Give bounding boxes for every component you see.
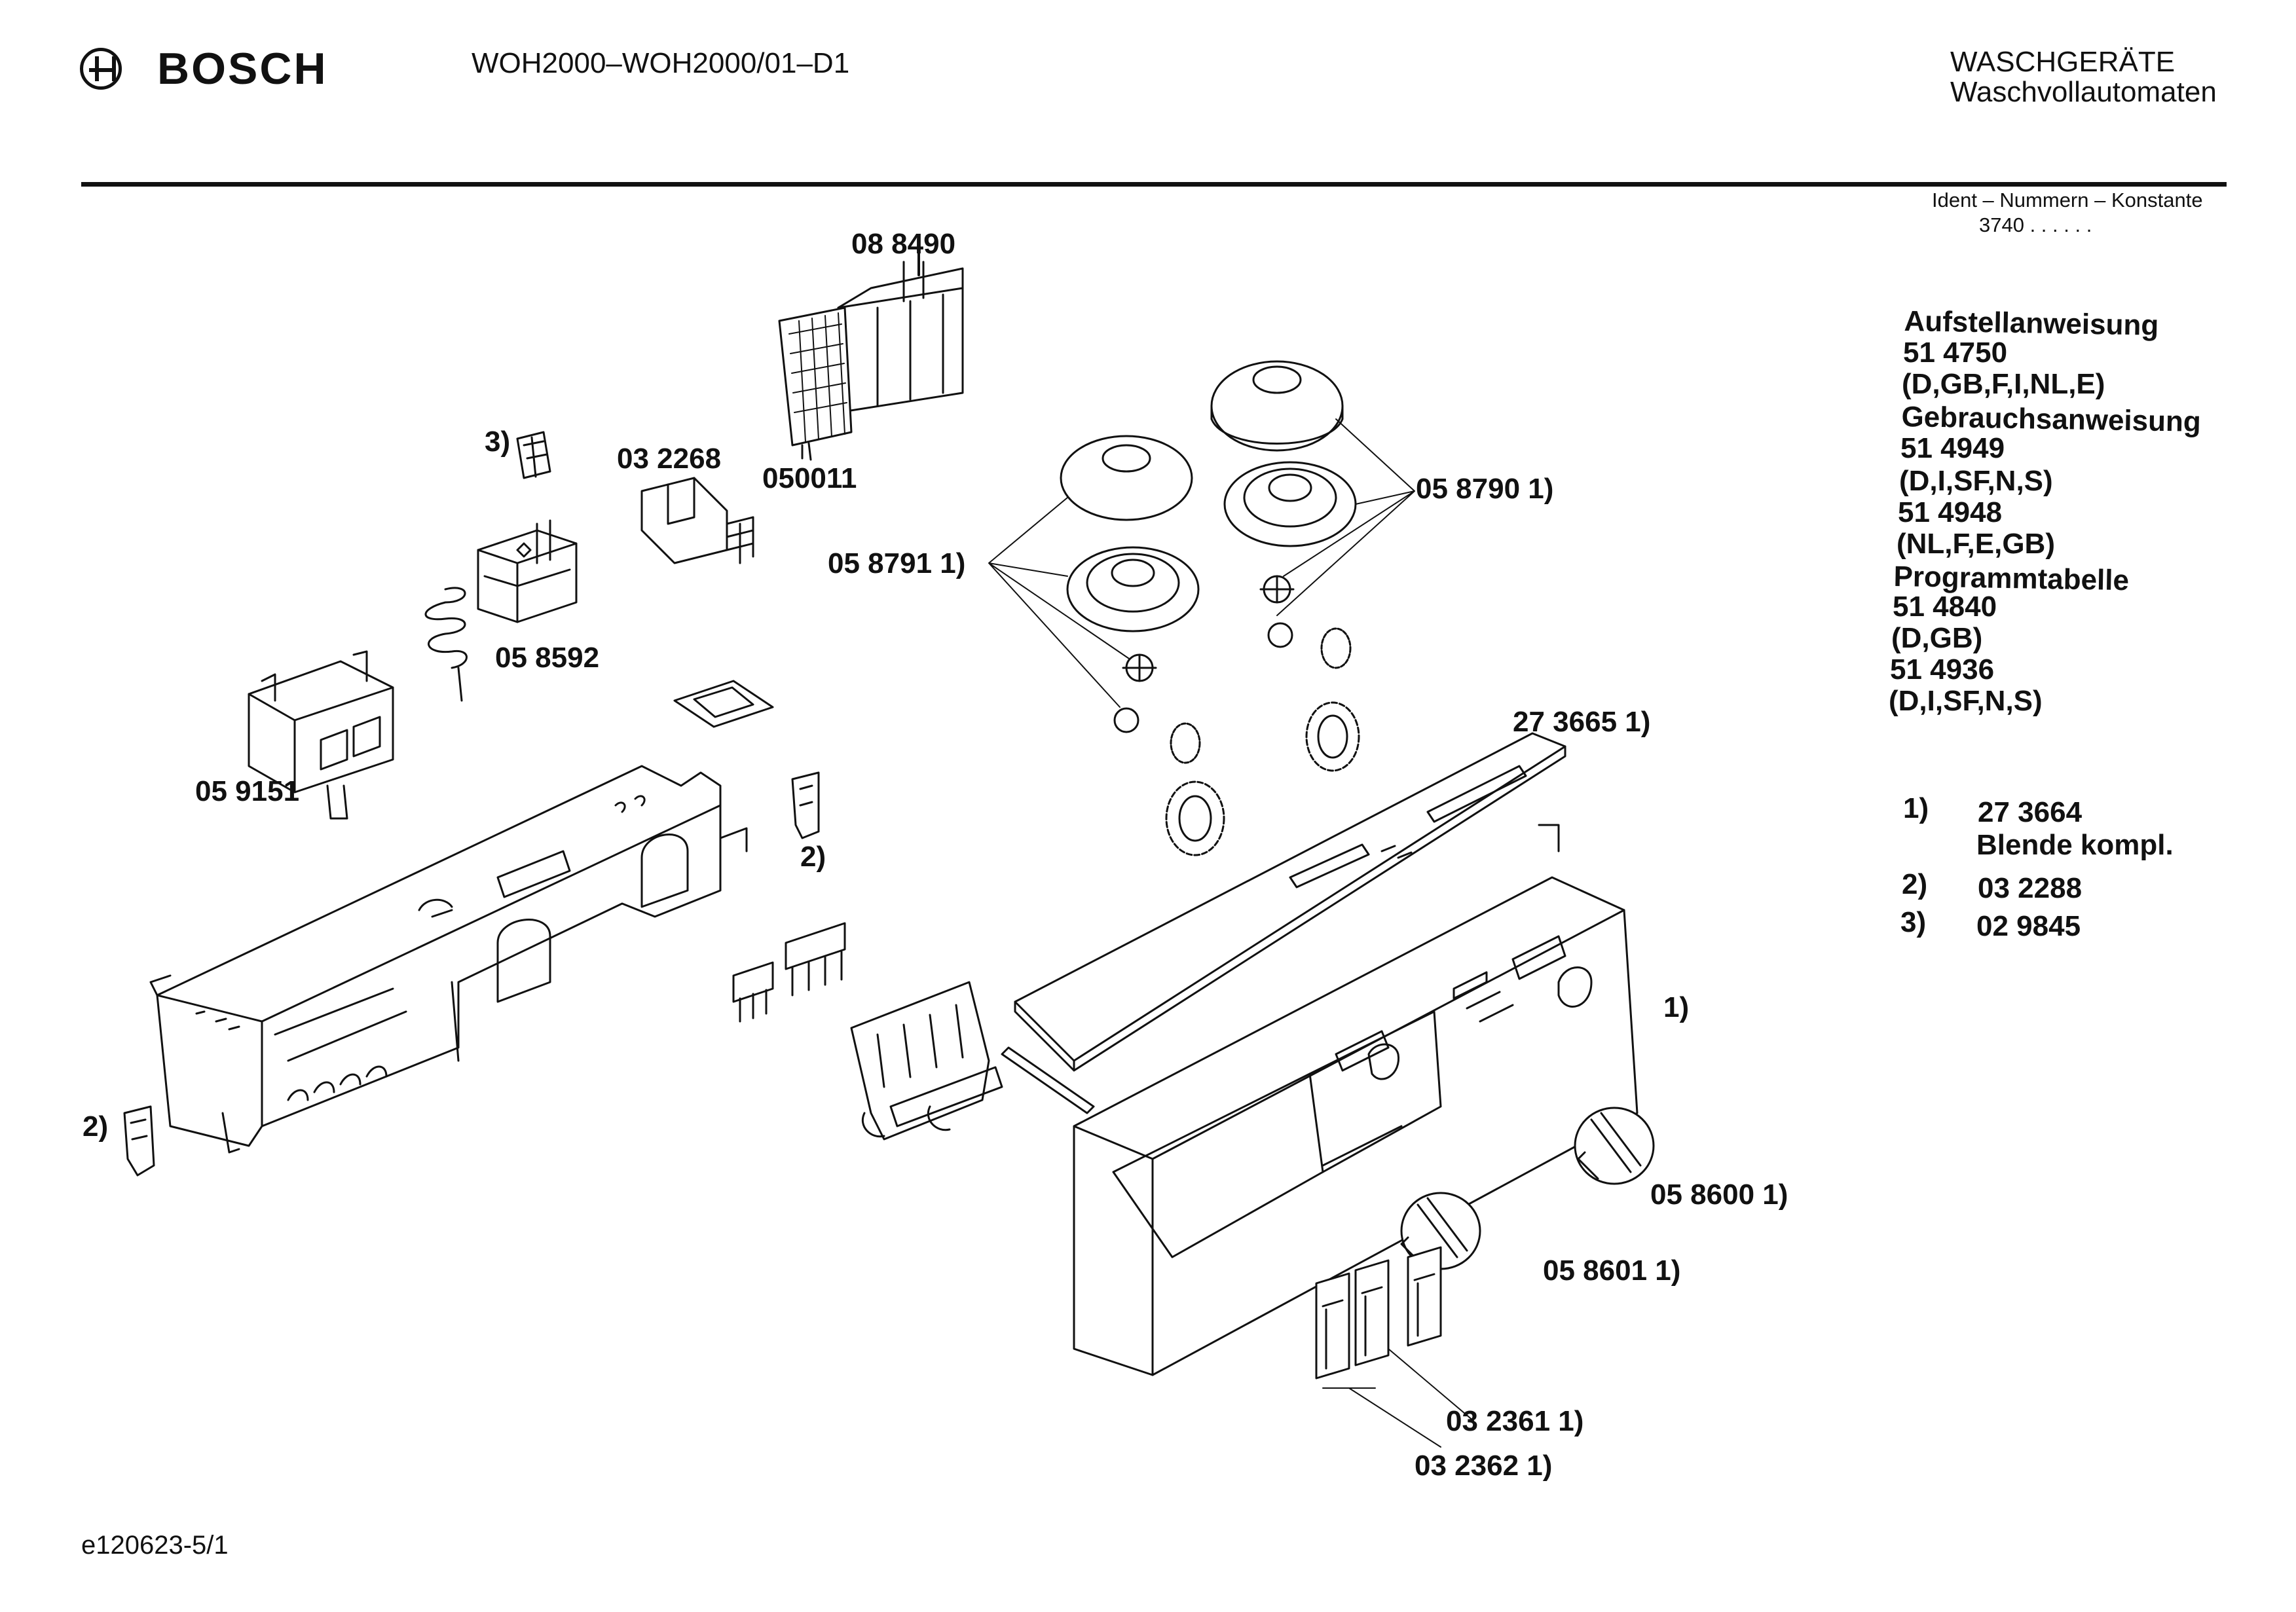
footnote-mark: 1) [1903,792,1929,824]
part-label: 05 8601 1) [1543,1255,1681,1287]
grid-block [789,313,847,442]
small-clip-part [517,432,550,478]
cog-wheel [1166,629,1359,855]
selector-switch-part [851,982,1002,1139]
contact-brackets [733,923,845,1021]
model-number: WOH2000–WOH2000/01–D1 [472,47,850,79]
knob-disc [1061,436,1192,520]
knob-disc [1225,462,1356,546]
part-label: 1) [1663,991,1690,1023]
footnote-mark: 3) [1900,906,1927,938]
ident-value: 3740 . . . . . . [1979,213,2092,236]
bosch-armature-icon [80,48,122,90]
doc-languages: (NL,F,E,GB) [1897,528,2055,560]
knob-disc [1212,361,1342,450]
footnote-part: 27 3664 [1978,796,2083,828]
doc-number: 51 4840 [1893,591,1997,623]
doc-languages: (D,I,SF,N,S) [1889,685,2043,717]
part-label: 03 2361 1) [1446,1405,1584,1437]
part-label: 3) [485,426,511,458]
footnote-part: 02 9845 [1976,910,2081,942]
push-button [1356,1260,1388,1365]
footnote-part: 03 2288 [1978,872,2083,904]
control-knob [1575,1108,1654,1184]
part-label: 05 8790 1) [1416,473,1554,505]
part-label: 05 9151 [195,775,300,807]
category-title: WASCHGERÄTE [1950,46,2176,78]
doc-number: 51 4936 [1890,653,1995,686]
footnote-description: Blende kompl. [1976,829,2174,861]
knob-disc [1067,547,1198,631]
ident-label: Ident – Nummern – Konstante [1932,189,2203,211]
fascia-panel [1015,733,1565,1071]
connector-part [642,478,753,563]
doc-languages: (D,GB) [1891,622,1983,654]
relay-part [779,249,963,460]
brand-logo: BOSCH [80,43,328,94]
doc-number: 51 4949 [1900,432,2005,464]
doc-languages: (D,GB,F,I,NL,E) [1902,368,2105,400]
part-label: 2) [800,841,826,873]
doc-languages: (D,I,SF,N,S) [1899,465,2053,497]
part-label: 05 8592 [495,642,600,674]
part-label: 08 8490 [851,228,956,260]
rod-part [1002,1048,1094,1113]
control-fascia-housing [1074,877,1637,1375]
brand-name: BOSCH [157,44,328,94]
doc-number: 51 4948 [1898,496,2003,528]
part-label: 2) [83,1110,109,1143]
part-label: 050011 [762,462,857,494]
leader-lines [1323,1349,1473,1447]
part-label: 05 8600 1) [1650,1179,1788,1211]
chassis-bracket [151,766,747,1152]
part-label: 03 2362 1) [1415,1450,1553,1482]
category-subtitle: Waschvollautomaten [1950,76,2217,108]
push-button [1316,1273,1349,1378]
timer-motor-part [426,521,576,701]
footnote-mark: 2) [1902,868,1928,900]
push-button [1408,1247,1441,1346]
header-rule [81,182,2227,187]
part-label: 27 3665 1) [1513,706,1651,738]
gear-part [1115,576,1293,732]
part-label: 03 2268 [617,443,722,475]
contact-clip-part [124,1107,154,1175]
contact-clip-part [792,773,819,838]
doc-number: 51 4750 [1903,337,2008,369]
leader-lines [989,419,1415,707]
drawing-reference: e120623-5/1 [81,1531,229,1560]
frame-part [675,681,773,727]
part-label: 05 8791 1) [828,547,966,579]
switch-block-part [249,651,393,818]
